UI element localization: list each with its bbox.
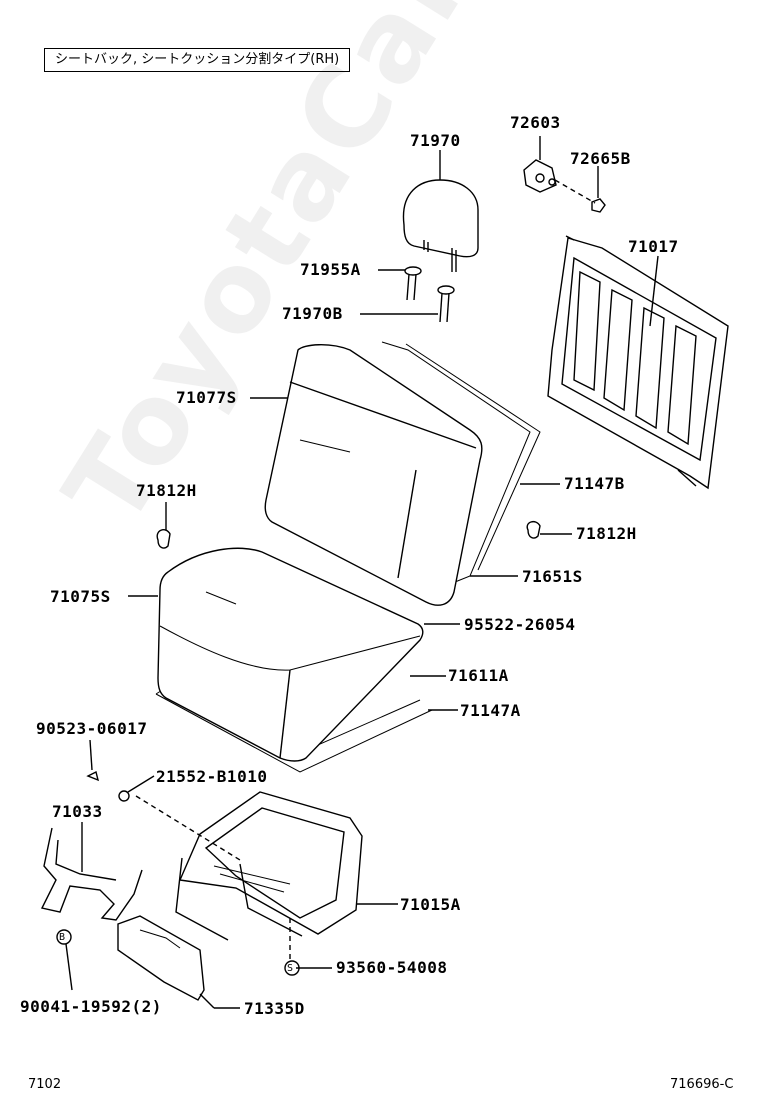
part-71147B[interactable]: 71147B: [564, 474, 625, 493]
page-title: シートバック, シートクッション分割タイプ(RH): [44, 48, 351, 72]
seatback-frame-drawing: [547, 235, 729, 490]
clip-left-drawing: [156, 529, 171, 549]
part-71970[interactable]: 71970: [410, 131, 461, 150]
grommet-21552-drawing: [118, 790, 130, 802]
part-71015A[interactable]: 71015A: [400, 895, 461, 914]
clip-right-drawing: [526, 520, 541, 539]
part-71147A[interactable]: 71147A: [460, 701, 521, 720]
part-72665B[interactable]: 72665B: [570, 149, 631, 168]
part-71075S[interactable]: 71075S: [50, 587, 111, 606]
part-71077S[interactable]: 71077S: [176, 388, 237, 407]
part-72603[interactable]: 72603: [510, 113, 561, 132]
lock-bracket-drawing: [523, 159, 606, 213]
page-number: 7102: [28, 1077, 62, 1092]
part-71651S[interactable]: 71651S: [522, 567, 583, 586]
seatback-cover-drawing: [264, 344, 483, 606]
part-90041-19592[interactable]: 90041-19592(2): [20, 997, 162, 1016]
part-71955A[interactable]: 71955A: [300, 260, 361, 279]
part-71812H-right[interactable]: 71812H: [576, 524, 637, 543]
marker-s: S: [287, 963, 294, 974]
part-93560-54008[interactable]: 93560-54008: [336, 958, 448, 977]
seat-frame-drawing: [135, 791, 363, 962]
leader-lines: [65, 136, 659, 1009]
headrest-support-drawing: [404, 266, 455, 323]
part-71017[interactable]: 71017: [628, 237, 679, 256]
part-71970B[interactable]: 71970B: [282, 304, 343, 323]
part-71335D[interactable]: 71335D: [244, 999, 305, 1018]
part-71812H-left[interactable]: 71812H: [136, 481, 197, 500]
seatback-pad-drawing: [381, 341, 541, 583]
nut-90523-drawing: [86, 770, 100, 782]
part-71611A[interactable]: 71611A: [448, 666, 509, 685]
cover-drawing: [117, 915, 205, 1001]
part-90523-06017[interactable]: 90523-06017: [36, 719, 148, 738]
bracket-drawing: [40, 827, 143, 921]
marker-b: B: [59, 932, 66, 943]
seat-cushion-drawing: [157, 547, 424, 762]
marker-circles: [56, 929, 300, 976]
headrest-drawing: [402, 179, 479, 272]
part-71033[interactable]: 71033: [52, 802, 103, 821]
figure-code: 716696-C: [670, 1077, 734, 1092]
part-21552-B1010[interactable]: 21552-B1010: [156, 767, 268, 786]
part-95522-26054[interactable]: 95522-26054: [464, 615, 576, 634]
